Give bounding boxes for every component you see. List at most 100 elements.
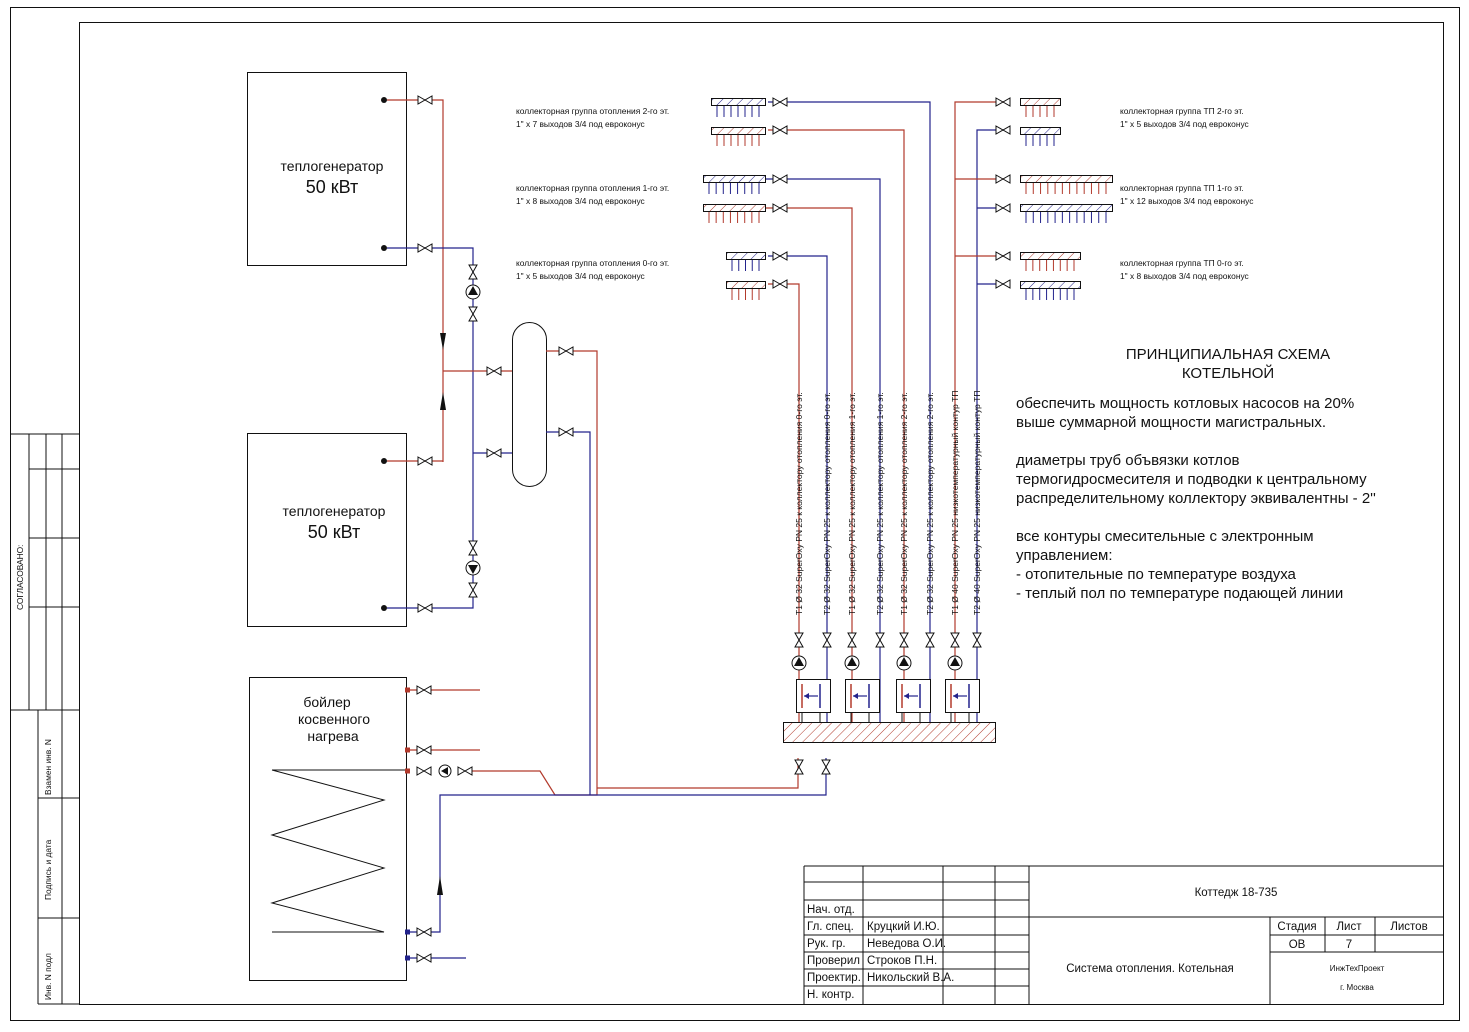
collector-bar: [703, 204, 766, 212]
valve-icon: [468, 306, 478, 322]
valve-icon: [772, 251, 788, 261]
boiler-2: теплогенератор 50 кВт: [247, 433, 407, 627]
stage-header: Стадия: [1277, 921, 1316, 933]
boiler-1-power: 50 кВт: [306, 177, 359, 197]
collector-bar: [1020, 281, 1081, 289]
sign-date-label: Подпись и дата: [43, 839, 53, 900]
inv-no-label: Инв. N подл: [43, 953, 53, 1000]
valve-icon: [772, 203, 788, 213]
sheet-title: Система отопления. Котельная: [1066, 963, 1234, 975]
note-line: - теплый пол по температуре подающей лин…: [1016, 585, 1343, 602]
heat0-label-2: 1" x 5 выходов 3/4 под евроконус: [516, 271, 645, 281]
valve-icon: [847, 632, 857, 648]
riser-pipe: [768, 129, 905, 722]
valve-icon: [899, 632, 909, 648]
note-line: выше суммарной мощности магистральных.: [1016, 414, 1326, 431]
heat0-label-1: коллекторная группа отопления 0-го эт.: [516, 258, 669, 268]
title-block: Коттедж 18-735 Система отопления. Котель…: [803, 865, 1443, 1004]
tp0-label-2: 1" x 8 выходов 3/4 под евроконус: [1120, 271, 1249, 281]
valve-icon: [995, 125, 1011, 135]
boiler-2-name: теплогенератор: [283, 503, 386, 519]
valve-icon: [416, 953, 432, 963]
riser-pipe: [954, 101, 1010, 722]
valve-icon: [925, 632, 935, 648]
pipe-label: Т2 Ø 32 SuperOxy PN 25 к коллектору отоп…: [822, 392, 832, 615]
valve-icon: [995, 203, 1011, 213]
valve-icon: [417, 95, 433, 105]
tp0-label-1: коллекторная группа ТП 0-го эт.: [1120, 258, 1244, 268]
stage-value: ОВ: [1289, 939, 1306, 951]
valve-icon: [875, 632, 885, 648]
boiler-2-power: 50 кВт: [308, 522, 361, 542]
pipe-label: Т2 Ø 32 SuperOxy PN 25 к коллектору отоп…: [925, 392, 935, 615]
heat2-label-2: 1" x 7 выходов 3/4 под евроконус: [516, 119, 645, 129]
boiler-1: теплогенератор 50 кВт: [247, 72, 407, 266]
riser-pipe: [768, 255, 828, 722]
tp1-label-2: 1" x 12 выходов 3/4 под евроконус: [1120, 196, 1253, 206]
note-line: термогидросмесителя и подводки к централ…: [1016, 471, 1367, 488]
pipe-label: Т1 Ø 40 SuperOxy PN 25 низкотемпературны…: [950, 391, 960, 615]
valve-icon: [416, 685, 432, 695]
valve-icon: [468, 264, 478, 280]
notes-title-2: КОТЕЛЬНОЙ: [1182, 364, 1274, 382]
valve-icon: [794, 759, 804, 775]
note-line: диаметры труб объвязки котлов: [1016, 452, 1240, 469]
valve-icon: [558, 427, 574, 437]
valve-icon: [772, 125, 788, 135]
heat2-label-1: коллекторная группа отопления 2-го эт.: [516, 106, 669, 116]
collector-bar: [1020, 175, 1113, 183]
sheets-header: Листов: [1390, 921, 1427, 933]
collector-bar: [726, 281, 766, 289]
note-line: управлением:: [1016, 547, 1113, 564]
swap-inv-label: Взамен инв. N: [43, 739, 53, 795]
note-line: обеспечить мощность котловых насосов на …: [1016, 395, 1354, 412]
valve-icon: [416, 745, 432, 755]
valve-icon: [822, 632, 832, 648]
sheet-value: 7: [1346, 939, 1352, 951]
valve-icon: [995, 251, 1011, 261]
person-name: Никольский В.А.: [867, 972, 954, 984]
pipe-label: Т1 Ø 32 SuperOxy PN 25 к коллектору отоп…: [794, 392, 804, 615]
notes-title-1: ПРИНЦИПИАЛЬНАЯ СХЕМА: [1126, 346, 1330, 363]
person-name: Неведова О.И.: [867, 938, 946, 950]
role-label: Нач. отд.: [807, 904, 855, 916]
valve-icon: [772, 97, 788, 107]
role-label: Проверил: [807, 955, 860, 967]
valve-icon: [416, 766, 432, 776]
collector-bar: [1020, 204, 1113, 212]
pipe-label: Т1 Ø 32 SuperOxy PN 25 к коллектору отоп…: [847, 392, 857, 615]
dhw-line2: косвенного: [298, 711, 370, 727]
valve-icon: [772, 174, 788, 184]
pipe-label: Т2 Ø 40 SuperOxy PN 25 низкотемпературны…: [972, 391, 982, 615]
pipe-label: Т2 Ø 32 SuperOxy PN 25 к коллектору отоп…: [875, 392, 885, 615]
valve-icon: [950, 632, 960, 648]
valve-icon: [468, 540, 478, 556]
valve-icon: [417, 456, 433, 466]
approved-label: СОГЛАСОВАНО:: [15, 544, 25, 610]
inner-frame: [79, 22, 1444, 1005]
valve-icon: [821, 759, 831, 775]
dhw-tank: бойлер косвенного нагрева: [249, 677, 407, 981]
heat1-label-2: 1" x 8 выходов 3/4 под евроконус: [516, 196, 645, 206]
valve-icon: [486, 366, 502, 376]
person-name: Строков П.Н.: [867, 955, 937, 967]
collector-labels: коллекторная группа отопления 2-го эт. 1…: [516, 106, 1253, 281]
note-line: распределительному коллектору эквивалент…: [1016, 490, 1376, 507]
riser-pipe: [768, 101, 931, 722]
collector-bar: [1020, 252, 1081, 260]
valve-icon: [558, 346, 574, 356]
project-name: Коттедж 18-735: [1195, 887, 1278, 899]
org-city: г. Москва: [1340, 983, 1374, 992]
riser-pipe: [765, 178, 881, 722]
person-name: Круцкий И.Ю.: [867, 921, 940, 933]
valve-icon: [794, 632, 804, 648]
boiler-1-name: теплогенератор: [281, 158, 384, 174]
valve-icon: [457, 766, 473, 776]
valve-icon: [417, 243, 433, 253]
valve-icon: [972, 632, 982, 648]
valve-icon: [995, 97, 1011, 107]
role-label: Проектир.: [807, 972, 861, 984]
hydraulic-separator: [512, 322, 547, 487]
